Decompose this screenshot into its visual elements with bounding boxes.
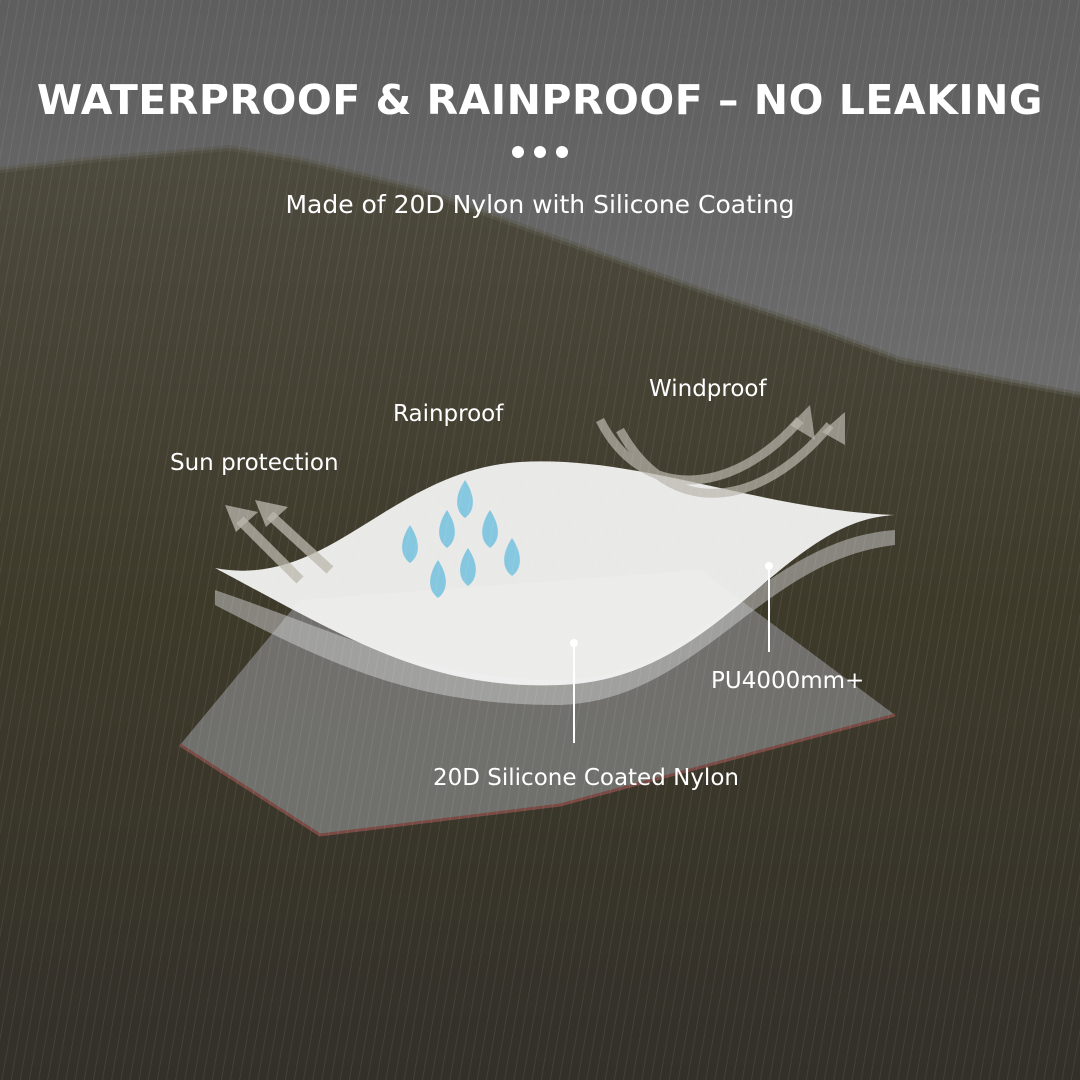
label-material: 20D Silicone Coated Nylon [433,765,739,791]
leader-line-material [570,639,578,743]
sun-arrows-icon [236,511,334,584]
wind-arrows-icon [595,417,834,498]
label-sun-protection: Sun protection [170,450,339,476]
dot-icon [556,146,568,158]
label-rainproof: Rainproof [393,401,504,427]
decorative-dots [0,146,1080,158]
page-title: WATERPROOF & RAINPROOF – NO LEAKING [36,76,1044,124]
water-droplets-icon [402,480,520,598]
dot-icon [534,146,546,158]
subtitle: Made of 20D Nylon with Silicone Coating [285,190,795,219]
dot-icon [512,146,524,158]
label-windproof: Windproof [649,376,767,402]
leader-line-pu [765,562,773,652]
label-pu-rating: PU4000mm+ [711,668,865,694]
